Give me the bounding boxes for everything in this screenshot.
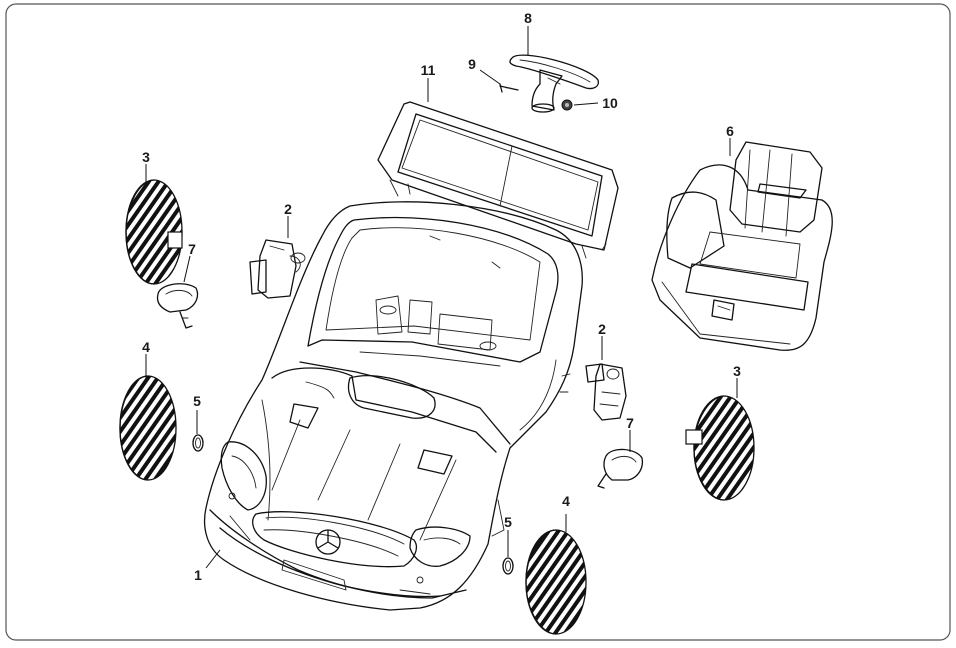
- nut-part: [561, 99, 573, 111]
- callout-labels: 1 2 2 3 3 4 4 5 5 6 7 7 8 9 10 11: [142, 10, 741, 583]
- side-piece-right: [585, 363, 627, 421]
- front-wheel-left: [119, 375, 177, 481]
- mirror-right: [597, 448, 644, 489]
- diagram-frame: [5, 3, 951, 641]
- seat-part: [651, 141, 833, 351]
- callout-6: 6: [726, 123, 734, 139]
- rear-wheel-left: [125, 179, 183, 285]
- rear-wheel-right: [685, 395, 755, 501]
- front-wheel-right: [525, 529, 587, 635]
- callout-4-right: 4: [562, 493, 570, 509]
- callout-4-left: 4: [142, 339, 150, 355]
- callout-9: 9: [468, 56, 476, 72]
- bolt-part: [499, 83, 519, 93]
- washer-left: [192, 434, 204, 452]
- side-piece-left: [249, 239, 306, 299]
- callout-7-right: 7: [626, 415, 634, 431]
- car-body-part: [203, 201, 583, 611]
- callout-7-left: 7: [188, 241, 196, 257]
- callout-10: 10: [602, 95, 618, 111]
- washer-right: [502, 557, 514, 575]
- callout-3-right: 3: [733, 363, 741, 379]
- callout-5-right: 5: [504, 514, 512, 530]
- callout-2-right: 2: [598, 321, 606, 337]
- callout-3-left: 3: [142, 149, 150, 165]
- leader-lines: [145, 26, 738, 569]
- mirror-left: [156, 283, 199, 329]
- callout-2-left: 2: [284, 201, 292, 217]
- steering-wheel-part: [509, 54, 600, 113]
- callout-11: 11: [421, 62, 436, 78]
- windshield-part: [377, 101, 619, 259]
- callout-8: 8: [524, 10, 532, 26]
- callout-5-left: 5: [193, 393, 201, 409]
- callout-1: 1: [194, 567, 202, 583]
